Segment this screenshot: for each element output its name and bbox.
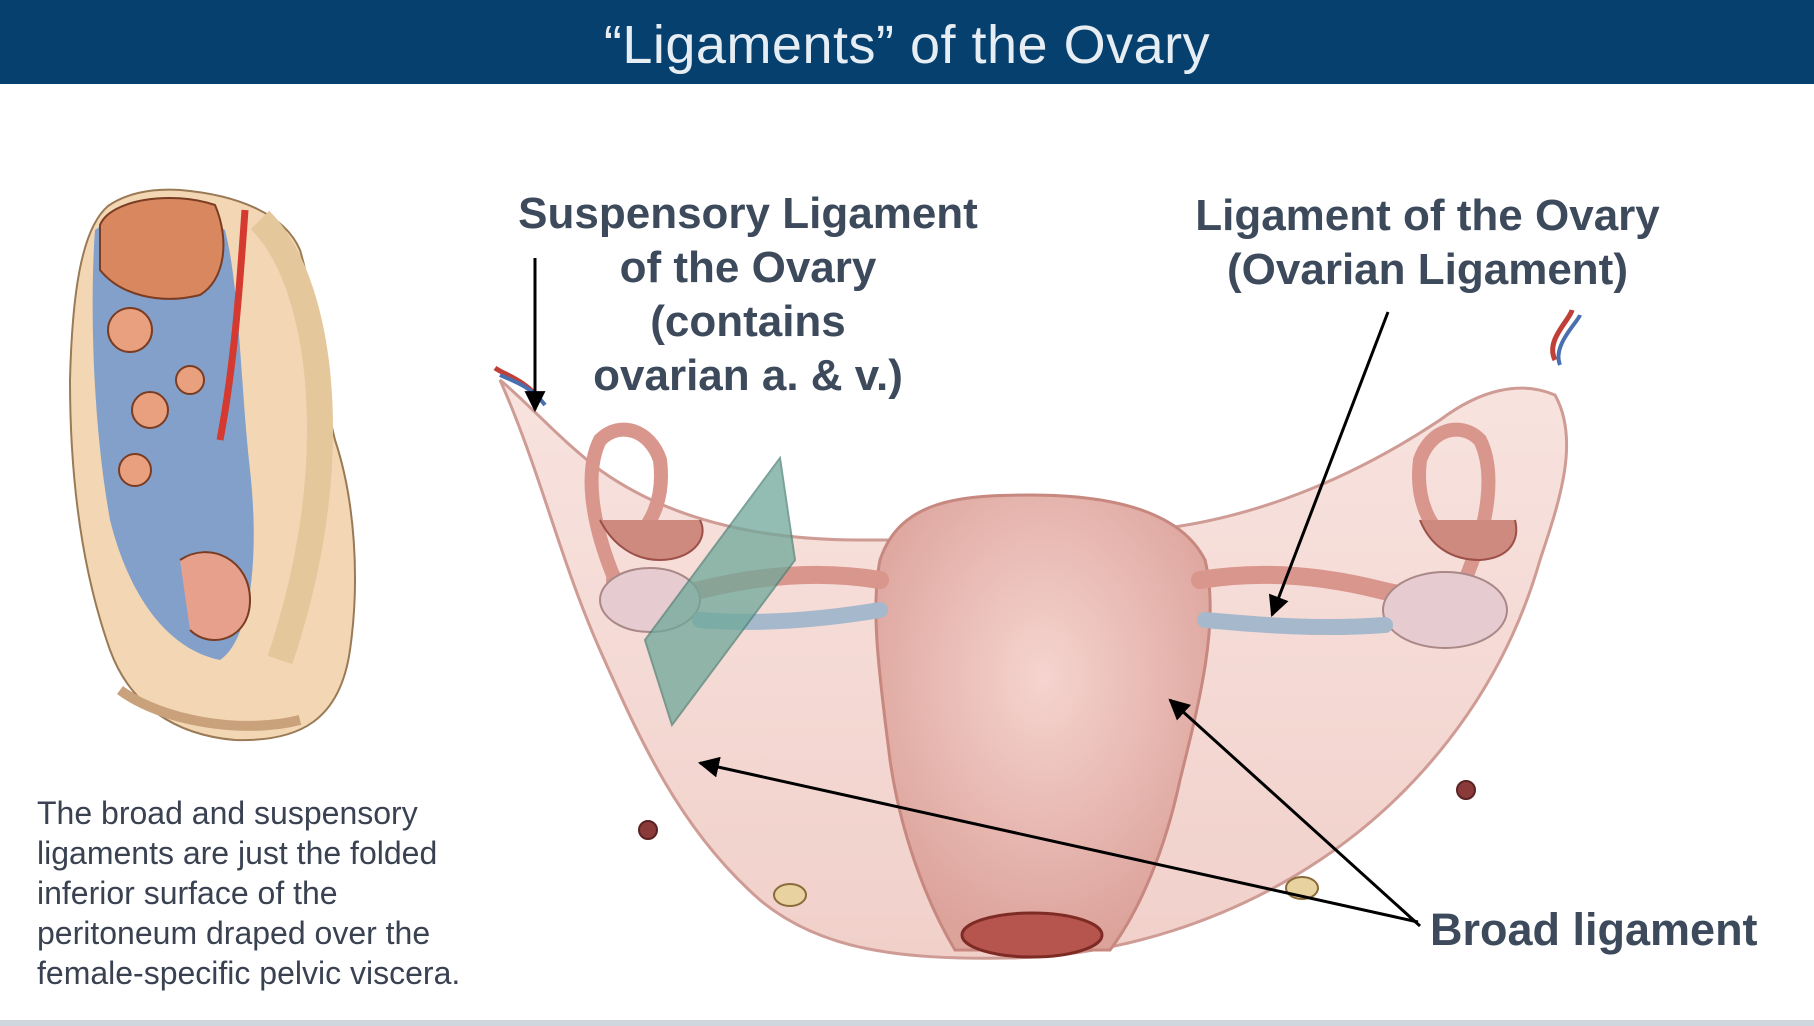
caption-line: peritoneum draped over the <box>37 915 431 951</box>
cervix <box>960 911 1104 959</box>
bottom-border <box>0 1020 1814 1026</box>
caption-line: female-specific pelvic viscera. <box>37 955 461 991</box>
caption-line: inferior surface of the <box>37 875 338 911</box>
slide-title: “Ligaments” of the Ovary <box>603 15 1211 75</box>
label-broad-ligament: Broad ligament <box>1430 904 1758 955</box>
label-line: ovarian a. & v.) <box>593 351 903 400</box>
title-bar <box>0 0 1814 84</box>
label-suspensory-ligament: Suspensory Ligament of the Ovary (contai… <box>478 187 1018 403</box>
caption-text: The broad and suspensory ligaments are j… <box>37 793 507 993</box>
caption-line: ligaments are just the folded <box>37 835 438 871</box>
sagittal-section-image <box>68 188 356 742</box>
arrow-ovarian-ligament <box>1268 311 1390 617</box>
label-line: of the Ovary <box>619 243 877 292</box>
right-adnexa <box>1191 309 1582 649</box>
section-plane <box>643 455 797 728</box>
arrow-broad-left <box>697 756 1419 924</box>
arrow-broad-center <box>1168 698 1422 928</box>
label-line: Suspensory Ligament <box>518 189 978 238</box>
vessel-ring <box>1456 780 1476 800</box>
label-ovarian-ligament: Ligament of the Ovary (Ovarian Ligament) <box>1150 189 1705 297</box>
uterus <box>874 493 1212 952</box>
ureter-ring <box>773 883 807 907</box>
label-line: (Ovarian Ligament) <box>1227 245 1628 294</box>
caption-line: The broad and suspensory <box>37 795 418 831</box>
vessel-ring <box>638 820 658 840</box>
label-line: Ligament of the Ovary <box>1195 191 1660 240</box>
label-line: (contains <box>650 297 846 346</box>
